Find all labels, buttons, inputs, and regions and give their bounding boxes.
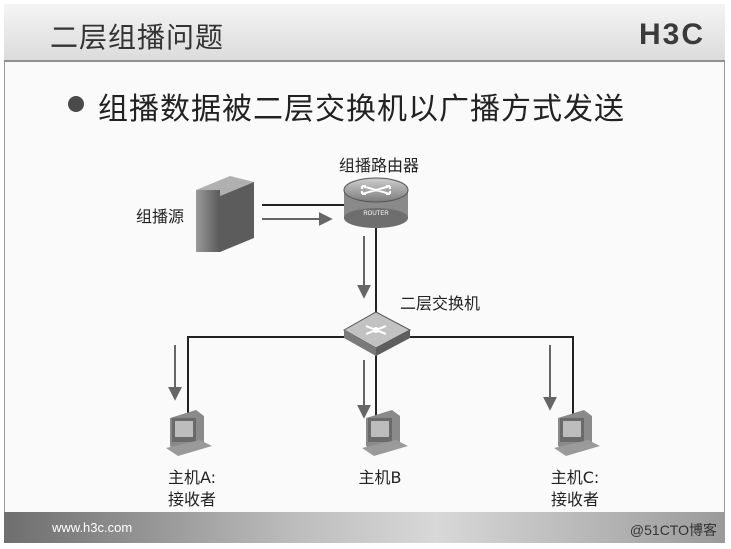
footer-bar <box>4 512 725 543</box>
link-switch-host-a <box>187 336 344 420</box>
footer-url: www.h3c.com <box>52 520 133 535</box>
link-switch-host-c <box>410 336 574 420</box>
router-label: 组播路由器 <box>339 156 420 175</box>
footer-watermark: @51CTO博客 <box>629 522 717 538</box>
host-b-icon <box>362 410 408 456</box>
switch-label: 二层交换机 <box>400 294 481 313</box>
host-c-label: 主机C: <box>550 468 600 487</box>
h3c-logo: H3C <box>638 18 705 51</box>
host-a-icon <box>166 410 212 456</box>
slide-title: 二层组播问题 <box>50 21 225 54</box>
title-bar: 二层组播问题 H3C <box>4 4 725 62</box>
server-icon <box>196 176 254 252</box>
source-label: 组播源 <box>136 207 185 226</box>
host-b-label: 主机B <box>358 468 402 487</box>
switch-icon <box>342 311 412 356</box>
router-icon: ROUTER <box>343 177 409 228</box>
bullet-icon <box>68 96 84 112</box>
host-c-icon <box>554 410 600 456</box>
host-a-label: 主机A: <box>167 468 217 487</box>
host-c-role: 接收者 <box>550 490 600 509</box>
router-badge: ROUTER <box>363 211 389 217</box>
host-a-role: 接收者 <box>167 490 217 509</box>
bullet-text: 组播数据被二层交换机以广播方式发送 <box>98 92 625 127</box>
